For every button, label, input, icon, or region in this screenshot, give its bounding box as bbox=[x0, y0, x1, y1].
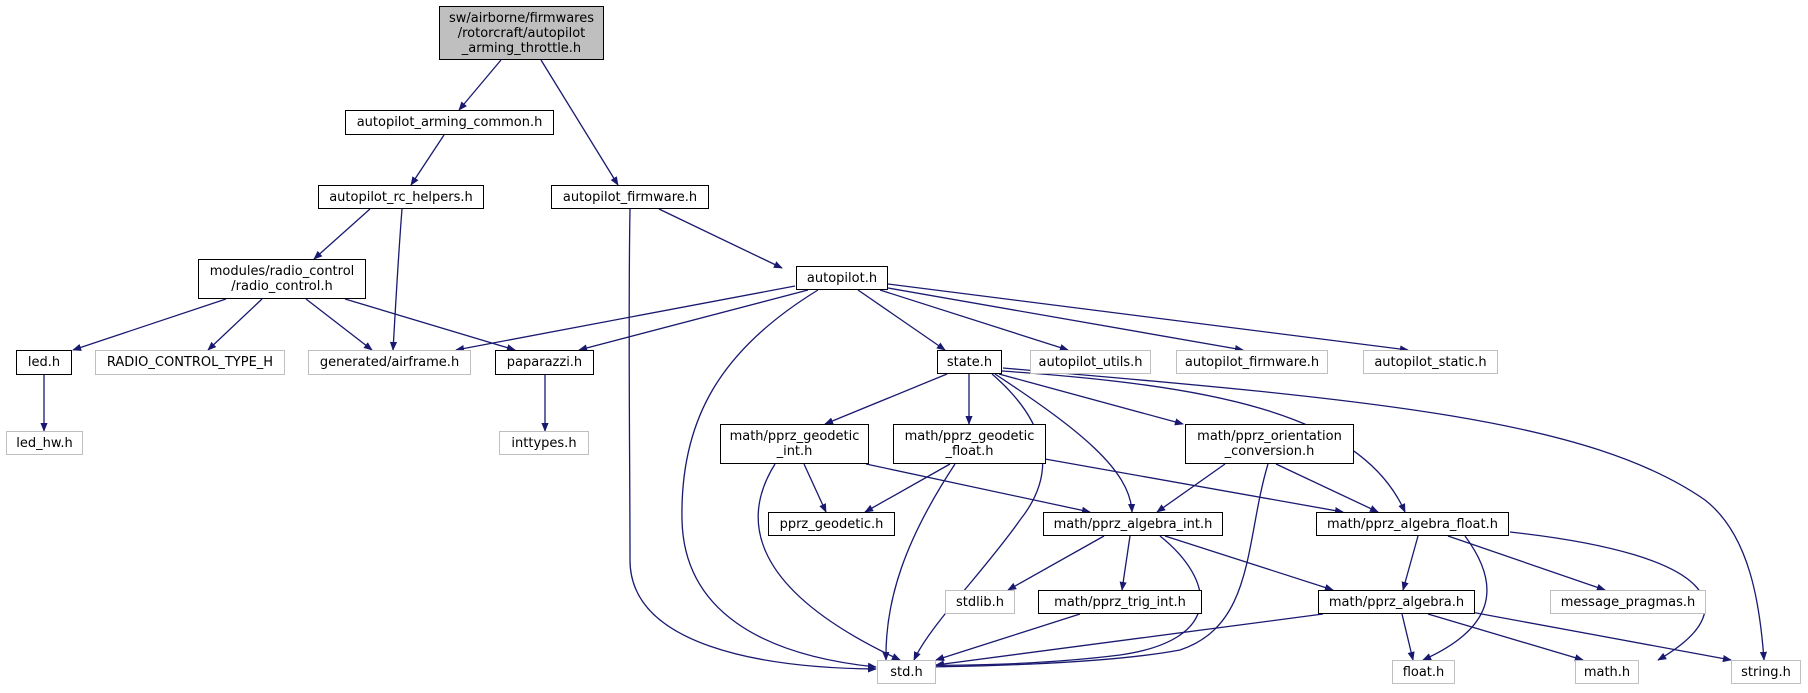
edge-algebra-int-to-std bbox=[905, 535, 1202, 669]
node-autopilot-rc-helpers[interactable]: autopilot_rc_helpers.h bbox=[318, 185, 484, 209]
node-float: float.h bbox=[1392, 660, 1455, 684]
edge-radio-control-to-rc-type bbox=[207, 298, 263, 351]
node-stdlib: stdlib.h bbox=[945, 590, 1015, 614]
edge-geodetic-int-to-pprz-geodetic bbox=[803, 463, 827, 513]
edge-autopilot-to-paparazzi bbox=[578, 289, 809, 352]
edge-radio-control-to-airframe bbox=[305, 298, 373, 351]
node-state[interactable]: state.h bbox=[937, 350, 1002, 374]
edge-algebra-int-to-stdlib bbox=[1007, 535, 1105, 591]
edge-autopilot-to-ap-static bbox=[887, 283, 1409, 353]
node-led-hw: led_hw.h bbox=[6, 431, 83, 455]
edge-algebra-to-std bbox=[935, 613, 1324, 668]
node-root-arming-throttle[interactable]: sw/airborne/firmwares /rotorcraft/autopi… bbox=[439, 6, 604, 60]
node-autopilot-arming-common[interactable]: autopilot_arming_common.h bbox=[345, 110, 554, 135]
node-led[interactable]: led.h bbox=[16, 350, 72, 375]
edge-root-to-ap-firmware bbox=[540, 59, 619, 186]
node-radio-control-type: RADIO_CONTROL_TYPE_H bbox=[95, 350, 285, 375]
node-trig-int[interactable]: math/pprz_trig_int.h bbox=[1038, 590, 1202, 614]
edge-autopilot-to-ap-firmware2 bbox=[887, 287, 1244, 353]
node-paparazzi[interactable]: paparazzi.h bbox=[495, 350, 594, 375]
node-algebra[interactable]: math/pprz_algebra.h bbox=[1318, 590, 1475, 614]
edge-state-to-orientation bbox=[998, 373, 1184, 426]
edge-geodetic-int-to-algebra-int bbox=[865, 463, 1091, 514]
edge-rc-helpers-to-radio-control bbox=[313, 208, 371, 260]
edge-algebra-to-float bbox=[1401, 613, 1415, 661]
edge-orientation-to-algebra-float bbox=[1275, 463, 1379, 513]
edge-geodetic-float-to-pprz-geodetic bbox=[864, 463, 951, 513]
node-message-pragmas: message_pragmas.h bbox=[1550, 590, 1706, 614]
edge-state-to-algebra-float bbox=[1001, 370, 1406, 513]
edge-autopilot-to-state bbox=[857, 289, 946, 351]
node-autopilot-utils: autopilot_utils.h bbox=[1030, 350, 1151, 374]
node-autopilot-firmware-ext: autopilot_firmware.h bbox=[1176, 350, 1328, 374]
edge-geodetic-int-to-std bbox=[757, 463, 901, 661]
edge-autopilot-to-ap-utils bbox=[879, 289, 1069, 351]
node-autopilot[interactable]: autopilot.h bbox=[796, 266, 888, 290]
node-inttypes: inttypes.h bbox=[499, 431, 589, 455]
edge-algebra-int-to-trig-int bbox=[1119, 535, 1131, 591]
node-math: math.h bbox=[1575, 660, 1639, 684]
edge-state-to-algebra-int bbox=[994, 373, 1136, 513]
edge-arming-common-to-rc-helpers bbox=[410, 134, 445, 186]
edge-orientation-to-algebra-int bbox=[1156, 463, 1226, 513]
node-autopilot-static: autopilot_static.h bbox=[1363, 350, 1498, 374]
edge-algebra-float-to-algebra bbox=[1401, 535, 1419, 591]
edges-layer bbox=[40, 59, 1768, 673]
node-std: std.h bbox=[877, 660, 936, 684]
node-algebra-float[interactable]: math/pprz_algebra_float.h bbox=[1316, 512, 1509, 536]
edge-algebra-int-to-algebra bbox=[1164, 535, 1334, 591]
edge-state-to-geodetic-int bbox=[824, 373, 948, 425]
node-geodetic-float[interactable]: math/pprz_geodetic _float.h bbox=[893, 424, 1046, 464]
edge-algebra-float-to-math bbox=[1509, 531, 1706, 661]
edge-state-to-string bbox=[1002, 367, 1768, 661]
edge-orientation-to-std bbox=[904, 463, 1269, 671]
edge-geodetic-float-to-std bbox=[882, 463, 956, 661]
edge-algebra-to-string bbox=[1459, 609, 1732, 663]
edge-ap-firmware-to-autopilot bbox=[658, 208, 783, 269]
node-algebra-int[interactable]: math/pprz_algebra_int.h bbox=[1043, 512, 1223, 536]
edge-autopilot-to-airframe bbox=[455, 285, 796, 353]
node-radio-control[interactable]: modules/radio_control /radio_control.h bbox=[198, 259, 366, 299]
edge-autopilot-to-std bbox=[681, 289, 877, 670]
edge-algebra-to-math bbox=[1427, 613, 1584, 662]
node-geodetic-int[interactable]: math/pprz_geodetic _int.h bbox=[720, 424, 869, 464]
edge-rc-helpers-to-airframe bbox=[389, 208, 403, 351]
edge-radio-control-to-paparazzi bbox=[344, 298, 516, 352]
edge-root-to-arming-common bbox=[458, 59, 502, 111]
edge-state-to-std bbox=[913, 373, 1044, 661]
node-orientation-conversion[interactable]: math/pprz_orientation _conversion.h bbox=[1185, 424, 1354, 464]
node-generated-airframe: generated/airframe.h bbox=[308, 350, 471, 375]
edge-algebra-float-to-float bbox=[1422, 535, 1488, 661]
edge-trig-int-to-std bbox=[935, 613, 1081, 661]
edge-radio-control-to-led bbox=[72, 298, 227, 351]
node-string: string.h bbox=[1731, 660, 1801, 684]
edge-ap-firmware-to-std bbox=[628, 208, 877, 673]
edge-algebra-float-to-msg-pragmas bbox=[1447, 535, 1606, 591]
node-pprz-geodetic[interactable]: pprz_geodetic.h bbox=[768, 512, 895, 536]
node-autopilot-firmware[interactable]: autopilot_firmware.h bbox=[551, 185, 709, 209]
